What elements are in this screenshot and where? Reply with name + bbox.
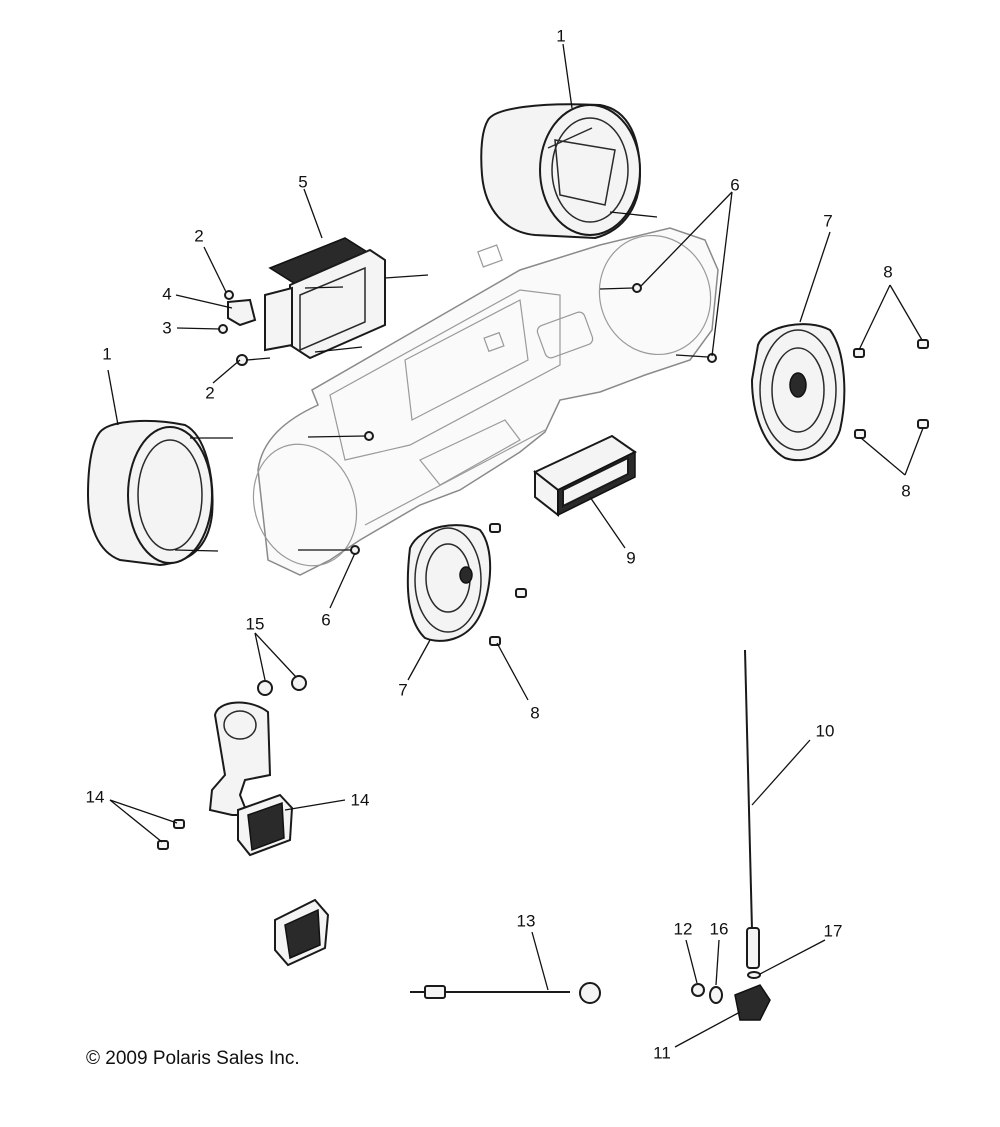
- switch-housing-upper: [237, 793, 294, 857]
- callout-15: 15: [245, 614, 265, 634]
- callout-8-upper: 8: [883, 262, 893, 282]
- callout-1-upper: 1: [556, 26, 566, 46]
- amplifier: [264, 237, 429, 360]
- callout-2-upper: 2: [194, 226, 204, 246]
- callout-13: 13: [516, 911, 536, 931]
- antenna-cable: [410, 982, 601, 1004]
- callout-12: 12: [673, 919, 693, 939]
- callout-11: 11: [653, 1043, 671, 1063]
- bracket-part-4: [227, 298, 257, 327]
- radio-unit: [533, 434, 637, 518]
- nut-12: [691, 983, 705, 997]
- callout-4: 4: [162, 284, 172, 304]
- antenna-mount: [734, 984, 771, 1021]
- fasteners-amplifier: [218, 290, 271, 366]
- switch-housing-lower: [274, 898, 330, 967]
- copyright-notice: © 2009 Polaris Sales Inc.: [86, 1048, 300, 1069]
- mount-bracket: [208, 701, 272, 816]
- speaker-pod-upper: [480, 103, 658, 240]
- callout-14-left: 14: [85, 787, 105, 807]
- speaker-lower: [406, 524, 492, 642]
- callout-3: 3: [162, 318, 172, 338]
- bracket-screws: [257, 675, 307, 696]
- callout-1-lower: 1: [102, 344, 112, 364]
- callout-7-lower: 7: [398, 680, 408, 700]
- callout-8-right: 8: [901, 481, 911, 501]
- callout-9: 9: [626, 548, 636, 568]
- callout-14-right: 14: [350, 790, 370, 810]
- fairing-housing: [252, 227, 719, 576]
- callout-8-lower: 8: [530, 703, 540, 723]
- speaker-pod-lower: [86, 419, 233, 567]
- antenna: [744, 649, 760, 969]
- callout-10: 10: [815, 721, 835, 741]
- callout-6-upper: 6: [730, 175, 740, 195]
- washer-17: [747, 971, 761, 979]
- callout-leaders: [107, 43, 924, 1048]
- speaker-screws: [489, 339, 929, 646]
- switch-screws: [157, 819, 185, 850]
- callout-2-lower: 2: [205, 383, 215, 403]
- callout-17: 17: [823, 921, 843, 941]
- bracket-hole: [223, 710, 257, 740]
- callout-5: 5: [298, 172, 308, 192]
- washer-16: [709, 986, 723, 1004]
- callout-6-lower: 6: [321, 610, 331, 630]
- speaker-right: [750, 323, 846, 462]
- callout-16: 16: [709, 919, 729, 939]
- callout-7-right: 7: [823, 211, 833, 231]
